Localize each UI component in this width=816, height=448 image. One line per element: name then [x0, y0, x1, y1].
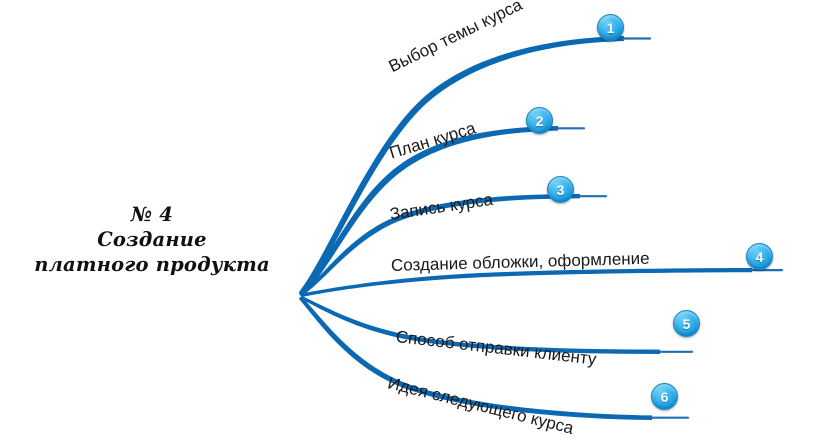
branch-curve-4 [299, 268, 784, 297]
branch-curve-6 [299, 297, 690, 420]
branch-badge-2[interactable]: 2 [526, 107, 553, 134]
branch-badge-4-number: 4 [755, 248, 764, 265]
branch-badge-1[interactable]: 1 [597, 14, 624, 41]
branch-badge-2-number: 2 [535, 112, 544, 129]
branch-badge-5-number: 5 [682, 315, 691, 332]
branch-badge-4[interactable]: 4 [746, 243, 773, 270]
center-topic-line-1: № 4 [130, 203, 174, 226]
branch-badge-1-number: 1 [606, 19, 615, 36]
center-topic-line-3: платного продукта [34, 253, 270, 276]
branch-curve-2 [299, 126, 586, 296]
center-topic-line-2: Создание [97, 228, 207, 251]
branch-curve-3 [299, 194, 608, 296]
center-topic: № 4 Создание платного продукта [18, 202, 286, 277]
branch-curve-1 [299, 36, 652, 296]
branch-badge-5[interactable]: 5 [673, 310, 700, 337]
branch-curve-5 [299, 296, 694, 354]
branch-badge-3[interactable]: 3 [547, 176, 574, 203]
branch-badge-6-number: 6 [660, 388, 669, 405]
branch-badge-3-number: 3 [556, 181, 565, 198]
branch-badge-6[interactable]: 6 [651, 383, 678, 410]
